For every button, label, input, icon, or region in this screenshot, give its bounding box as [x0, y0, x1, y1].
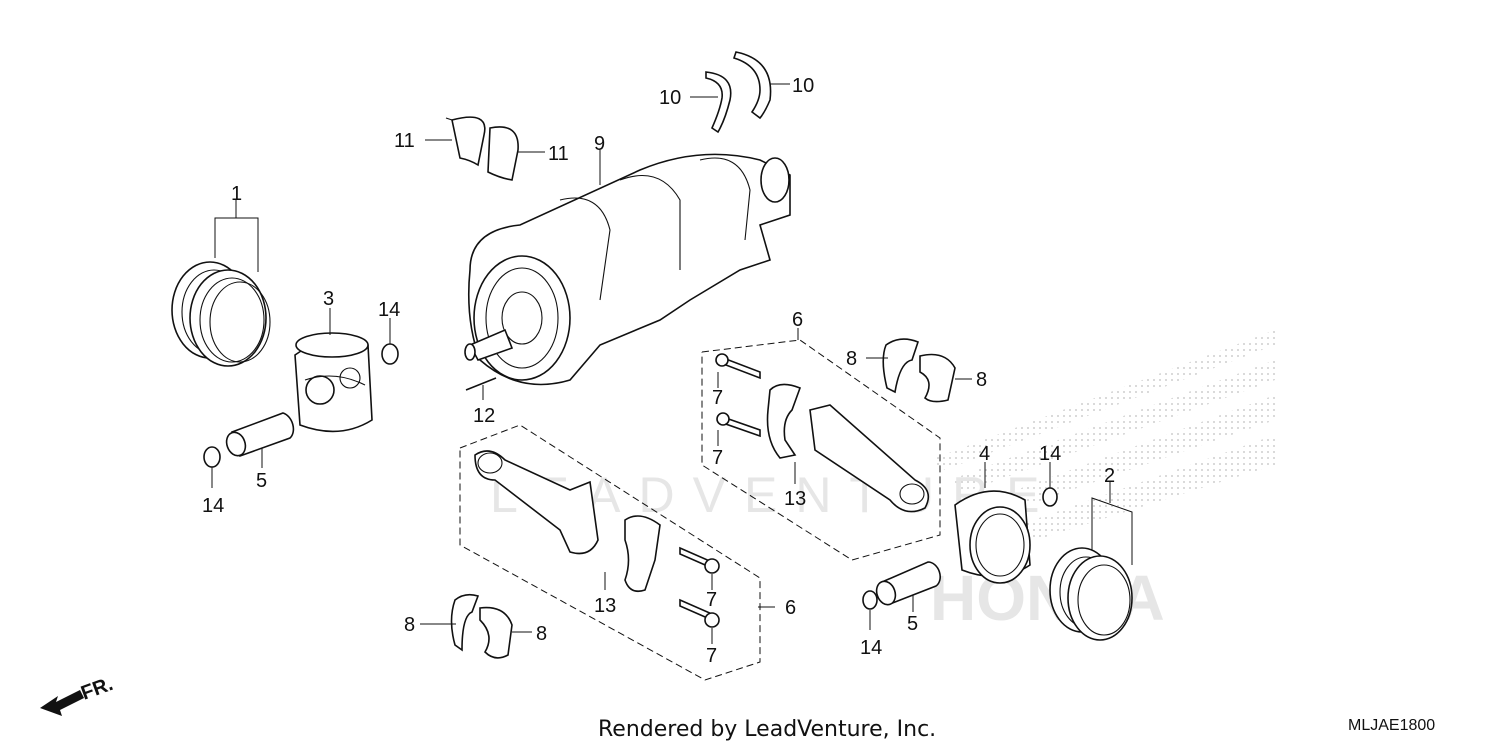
diagram-code: MLJAE1800 — [1348, 717, 1436, 734]
callout-9: 9 — [594, 133, 605, 155]
piston-left — [294, 308, 373, 433]
callout-1: 1 — [231, 183, 242, 205]
callout-14-c: 14 — [1039, 443, 1061, 465]
piston-pin-left — [225, 412, 295, 468]
callout-7-d: 7 — [706, 645, 717, 667]
callout-8-c: 8 — [404, 614, 415, 636]
fr-label: FR. — [78, 673, 116, 705]
callout-11-b: 11 — [548, 143, 569, 165]
callout-10-a: 10 — [659, 87, 681, 109]
callout-13-b: 13 — [594, 595, 616, 617]
main-bearing-11 — [425, 116, 545, 181]
piston-rings-right — [1049, 482, 1133, 641]
callout-7-c: 7 — [706, 589, 717, 611]
callout-7-b: 7 — [712, 447, 723, 469]
rod-bearing-8-left — [420, 593, 532, 659]
rod-bearing-8-right — [866, 338, 972, 403]
snap-ring-14-left-upper — [381, 318, 399, 365]
callout-8-b: 8 — [976, 369, 987, 391]
honda-wing-watermark: HONDA — [930, 330, 1275, 634]
callout-10-b: 10 — [792, 75, 814, 97]
callout-5-right: 5 — [907, 613, 918, 635]
callout-3: 3 — [323, 288, 334, 310]
rendered-by-footer: Rendered by LeadVenture, Inc. — [598, 717, 937, 742]
front-direction-arrow: FR. — [40, 673, 116, 716]
callout-12: 12 — [473, 405, 495, 427]
connecting-rod-set-left — [459, 424, 775, 681]
callout-7-a: 7 — [712, 387, 723, 409]
callout-11-a: 11 — [394, 130, 415, 152]
callout-8-d: 8 — [536, 623, 547, 645]
thrust-washer-10 — [690, 51, 790, 134]
crankshaft — [464, 150, 791, 386]
snap-ring-14-right-upper — [1042, 462, 1058, 507]
callout-4: 4 — [979, 443, 990, 465]
piston-rings-left — [171, 200, 271, 367]
callout-8-a: 8 — [846, 348, 857, 370]
connecting-rod-set-right — [701, 328, 941, 561]
callout-6-lower: 6 — [785, 597, 796, 619]
piston-right — [954, 462, 1031, 584]
callout-6-upper: 6 — [792, 309, 803, 331]
snap-ring-14-right-lower — [862, 590, 878, 630]
snap-ring-14-left-lower — [203, 446, 221, 488]
callout-5-left: 5 — [256, 470, 267, 492]
callout-2: 2 — [1104, 465, 1115, 487]
callout-14-d: 14 — [860, 637, 882, 659]
piston-pin-right — [875, 561, 941, 612]
pin-12 — [465, 377, 497, 400]
callout-14-a: 14 — [378, 299, 400, 321]
callout-13-a: 13 — [784, 488, 806, 510]
callout-14-b: 14 — [202, 495, 224, 517]
